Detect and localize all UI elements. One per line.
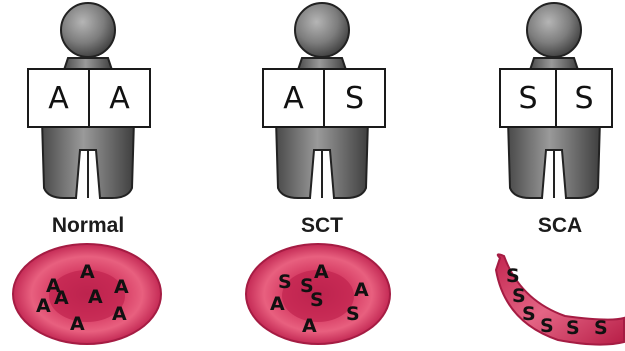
genotype-sign-sct: A S (262, 68, 386, 128)
cell-letter: S (346, 303, 360, 325)
cell-letter: A (54, 287, 69, 309)
label-sca: SCA (537, 214, 583, 237)
cell-letter: S (566, 317, 580, 339)
cell-sct (245, 243, 391, 345)
allele-right: A (88, 70, 149, 126)
cell-sca-sickle (494, 253, 625, 346)
cell-letter: A (80, 261, 95, 283)
cell-letter: S (310, 289, 324, 311)
cell-letters-sca: S S S S S S (506, 265, 608, 339)
person-sca (506, 2, 602, 199)
cell-letter: A (36, 295, 51, 317)
cell-letter: A (114, 276, 129, 298)
label-normal: Normal (51, 214, 125, 237)
cell-letter: A (354, 279, 369, 301)
cell-letter: S (512, 285, 526, 307)
cell-letter: S (300, 275, 314, 297)
genotype-sign-sca: S S (499, 68, 613, 128)
cell-letter: A (314, 261, 329, 283)
allele-left: A (283, 80, 304, 116)
cell-letter: A (112, 303, 127, 325)
cell-letter: A (270, 293, 285, 315)
cell-letter: S (540, 315, 554, 337)
allele-right: S (323, 70, 384, 126)
cell-letter: A (88, 286, 103, 308)
cell-letter: A (70, 313, 85, 335)
cell-letter: A (302, 315, 317, 337)
cell-letter: S (506, 265, 520, 287)
cell-letter: S (594, 317, 608, 339)
allele-right: S (555, 70, 611, 126)
allele-left: S (518, 80, 538, 116)
person-sct (274, 2, 370, 199)
cell-normal (12, 243, 162, 345)
label-sct: SCT (301, 214, 343, 237)
genotype-sign-normal: A A (27, 68, 151, 128)
cell-letters-normal: A A A A A A A A (36, 261, 129, 335)
cell-letters-sct: S A S A S A S A (270, 261, 369, 337)
allele-left: A (48, 80, 69, 116)
cell-letter: A (46, 275, 61, 297)
cell-letter: S (522, 303, 536, 325)
cell-letter: S (278, 271, 292, 293)
